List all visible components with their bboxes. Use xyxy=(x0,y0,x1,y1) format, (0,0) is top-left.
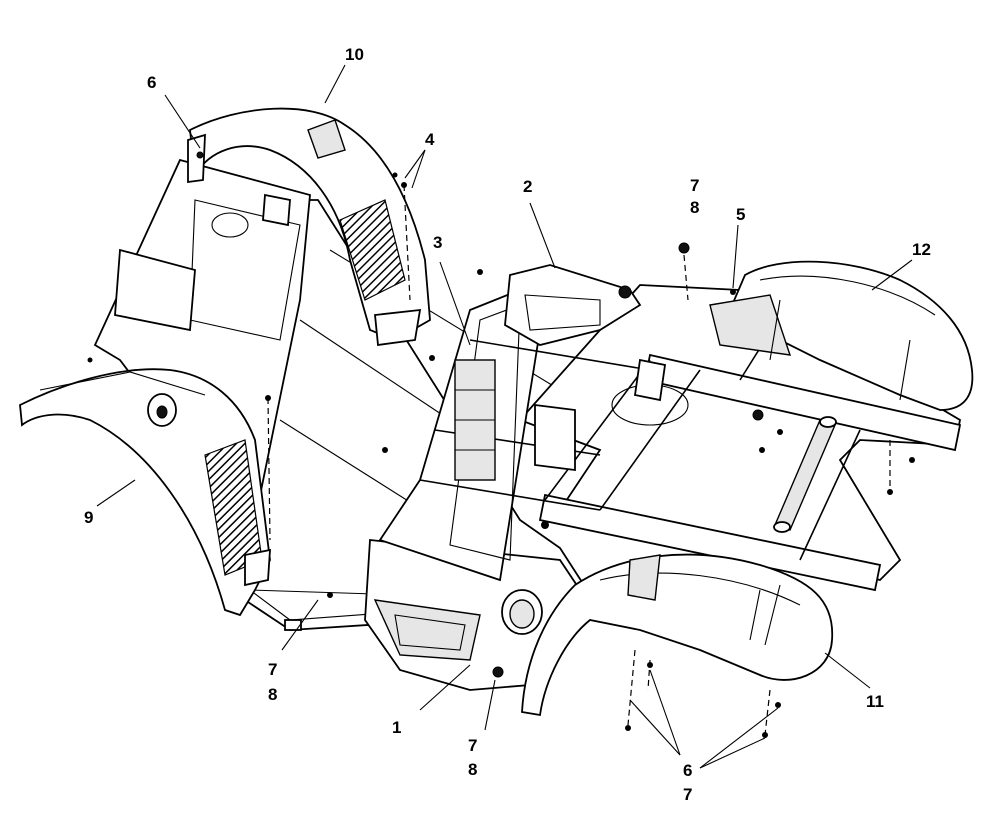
callout-3: 3 xyxy=(433,233,442,252)
callout-11: 11 xyxy=(866,692,884,711)
rear-cowl-panel xyxy=(187,107,431,347)
callout-2: 2 xyxy=(523,177,532,196)
leader-12 xyxy=(871,259,913,291)
leader-lines xyxy=(96,64,913,769)
front-cowl xyxy=(504,264,642,346)
callout-7-bottom-right: 7 xyxy=(683,785,692,804)
leader-7a xyxy=(281,599,319,651)
callout-4: 4 xyxy=(425,130,435,149)
left-body-side xyxy=(93,158,311,522)
callout-6-bottom: 6 xyxy=(683,761,692,780)
leader-7c xyxy=(484,679,496,731)
callout-12: 12 xyxy=(912,240,931,259)
leader-4a xyxy=(404,149,426,179)
right-front-fender xyxy=(521,553,834,717)
leader-6a xyxy=(164,94,201,149)
callout-10: 10 xyxy=(345,45,364,64)
callout-7-top: 7 xyxy=(690,176,699,195)
callout-5: 5 xyxy=(736,205,745,224)
callout-6-top: 6 xyxy=(147,73,156,92)
leader-6b-2 xyxy=(649,669,681,756)
center-frame xyxy=(378,288,667,582)
callout-7-bottom: 7 xyxy=(468,736,477,755)
right-rear-fender xyxy=(709,260,974,411)
callout-1: 1 xyxy=(392,718,401,737)
leader-6b-3 xyxy=(699,737,766,769)
front-nose-panel xyxy=(364,539,582,691)
callout-9: 9 xyxy=(84,508,93,527)
leader-5 xyxy=(732,224,739,289)
leader-1 xyxy=(419,664,471,711)
fasteners xyxy=(87,172,915,738)
callout-8-left: 8 xyxy=(268,685,277,704)
leader-3 xyxy=(439,261,471,346)
leader-6b-4 xyxy=(699,707,779,769)
callout-8-top: 8 xyxy=(690,198,699,217)
callout-7-left: 7 xyxy=(268,660,277,679)
left-front-fender xyxy=(19,368,271,617)
callout-8-bottom: 8 xyxy=(468,760,477,779)
callout-labels: 1 2 3 4 5 6 7 8 9 10 11 12 7 8 7 8 6 7 xyxy=(84,45,931,804)
leader-11 xyxy=(824,652,871,689)
leader-2 xyxy=(529,202,556,269)
leader-4b xyxy=(411,149,426,189)
leader-9 xyxy=(96,479,136,507)
leader-10 xyxy=(324,64,346,104)
leader-6b-1 xyxy=(629,699,681,756)
